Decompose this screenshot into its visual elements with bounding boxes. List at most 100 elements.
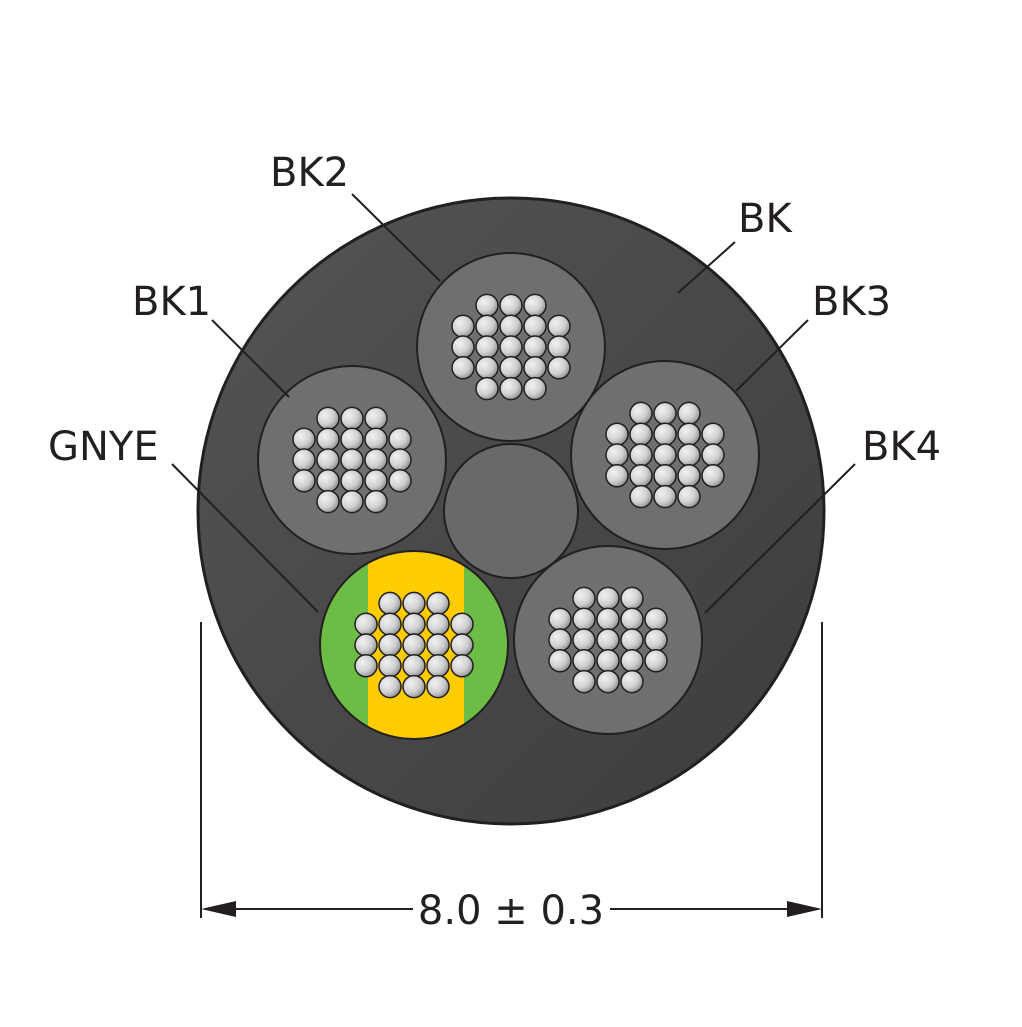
- core-bk1-strands: [292, 406, 412, 514]
- conductor-strand: [572, 586, 596, 611]
- conductor-strand: [340, 489, 364, 514]
- conductor-strand: [316, 469, 340, 493]
- conductor-strand: [402, 654, 426, 678]
- label-bk: BK: [738, 196, 793, 242]
- leader-line-bk2: [351, 193, 441, 282]
- conductor-strand: [629, 484, 653, 509]
- conductor-strand: [572, 649, 596, 673]
- conductor-strand: [388, 448, 412, 472]
- conductor-strand: [629, 464, 653, 488]
- conductor-strand: [475, 314, 499, 338]
- conductor-strand: [364, 448, 388, 472]
- conductor-strand: [364, 469, 388, 493]
- conductor-strand: [354, 633, 378, 657]
- conductor-strand: [523, 335, 547, 359]
- conductor-strand: [340, 469, 364, 493]
- conductor-strand: [605, 443, 629, 467]
- conductor-strand: [548, 649, 572, 673]
- conductor-strand: [677, 422, 701, 446]
- conductor-strand: [620, 607, 644, 631]
- conductor-strand: [523, 376, 547, 401]
- leader-line-gnye: [171, 463, 319, 613]
- conductor-strand: [653, 443, 677, 467]
- conductor-strand: [605, 422, 629, 446]
- conductor-strand: [426, 591, 450, 616]
- leader-line-bk1: [211, 319, 290, 398]
- conductor-strand: [292, 448, 316, 472]
- conductor-strand: [426, 633, 450, 657]
- arrow-right-icon: [787, 901, 822, 917]
- dimension-label: 8.0 ± 0.3: [418, 888, 604, 934]
- conductor-strand: [402, 674, 426, 699]
- conductor-strand: [701, 443, 725, 467]
- conductor-strand: [596, 649, 620, 673]
- conductor-strand: [653, 484, 677, 509]
- conductor-strand: [475, 376, 499, 401]
- conductor-strand: [644, 628, 668, 652]
- center-filler: [443, 443, 579, 579]
- conductor-strand: [426, 654, 450, 678]
- conductor-strand: [523, 314, 547, 338]
- conductor-strand: [354, 612, 378, 636]
- label-bk3: BK3: [812, 279, 891, 325]
- conductor-strand: [701, 422, 725, 446]
- conductor-strand: [620, 669, 644, 694]
- core-bk4-strands: [548, 586, 668, 694]
- conductor-strand: [292, 469, 316, 493]
- conductor-strand: [620, 628, 644, 652]
- conductor-strand: [677, 484, 701, 509]
- conductor-strand: [450, 654, 474, 678]
- conductor-strand: [572, 669, 596, 694]
- conductor-strand: [426, 612, 450, 636]
- conductor-strand: [378, 633, 402, 657]
- conductor-strand: [653, 464, 677, 488]
- conductor-strand: [523, 293, 547, 318]
- conductor-strand: [451, 335, 475, 359]
- conductor-strand: [475, 293, 499, 318]
- conductor-strand: [378, 654, 402, 678]
- conductor-strand: [475, 356, 499, 380]
- core-bk2-strands: [451, 293, 571, 401]
- conductor-strand: [644, 607, 668, 631]
- conductor-strand: [629, 443, 653, 467]
- conductor-strand: [547, 335, 571, 359]
- label-gnye: GNYE: [48, 424, 159, 470]
- conductor-strand: [450, 633, 474, 657]
- conductor-strand: [620, 649, 644, 673]
- conductor-strand: [548, 607, 572, 631]
- conductor-strand: [316, 489, 340, 514]
- conductor-strand: [499, 376, 523, 401]
- conductor-strand: [572, 628, 596, 652]
- conductor-strand: [499, 293, 523, 318]
- conductor-strand: [547, 314, 571, 338]
- core-gnye-strands: [354, 591, 474, 699]
- dimension-line: [200, 622, 823, 918]
- conductor-strand: [644, 649, 668, 673]
- conductor-strand: [364, 427, 388, 451]
- conductor-strand: [316, 406, 340, 431]
- conductor-strand: [572, 607, 596, 631]
- conductor-strand: [450, 612, 474, 636]
- conductor-strand: [378, 591, 402, 616]
- conductor-strand: [316, 448, 340, 472]
- conductor-strand: [596, 586, 620, 611]
- conductor-strand: [677, 443, 701, 467]
- label-bk4: BK4: [862, 424, 941, 470]
- conductor-strand: [499, 356, 523, 380]
- conductor-strand: [388, 469, 412, 493]
- conductor-strand: [292, 427, 316, 451]
- conductor-strand: [316, 427, 340, 451]
- conductor-strand: [596, 628, 620, 652]
- conductor-strand: [378, 674, 402, 699]
- conductor-strand: [629, 401, 653, 426]
- conductor-strand: [364, 406, 388, 431]
- conductor-strand: [523, 356, 547, 380]
- conductor-strand: [547, 356, 571, 380]
- conductor-strand: [364, 489, 388, 514]
- conductor-strand: [378, 612, 402, 636]
- conductor-strand: [402, 633, 426, 657]
- conductor-strand: [629, 422, 653, 446]
- conductor-strand: [548, 628, 572, 652]
